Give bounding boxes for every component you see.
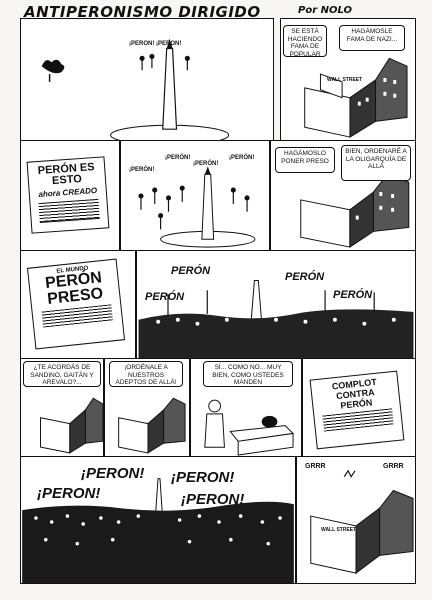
chant-text: ¡PERÓN! [165, 155, 191, 161]
building-sign: WALL STREET [327, 77, 363, 83]
newspaper: EL MUNDO PERÓN PRESO [26, 258, 126, 350]
panel-12: ¡PERON! ¡PERON! ¡PERON! ¡PERON! [20, 456, 296, 584]
comic-author: Por NOLO [298, 5, 352, 16]
skyscrapers-illustration [40, 397, 103, 454]
speech-bubble: BIEN, ORDENARÉ A LA OLIGARQUÍA DE ALLÁ [341, 145, 411, 181]
chant-text: ¡PERÓN! [193, 161, 219, 167]
crowd-illustration [138, 279, 414, 359]
chant-text: PERÓN [145, 291, 185, 303]
panel-11: COMPLOT CONTRA PERÓN [302, 358, 416, 458]
panel-8: ¿TE ACORDÁS DE SANDINO, GAITÁN Y AREVALO… [20, 358, 104, 458]
speech-bubble: HAGÁMOSLE FAMA DE NAZI... [339, 25, 405, 51]
chant-text: PERÓN [171, 265, 211, 277]
man-at-desk-illustration [204, 399, 295, 456]
growl-sound-text: GRRR [383, 463, 404, 470]
panel-1: ¡PERON! ¡PERON! [20, 18, 274, 142]
panel-10: SÍ... COMO NO... MUY BIEN, COMO USTEDES … [190, 358, 302, 458]
newspaper: COMPLOT CONTRA PERÓN [309, 370, 405, 450]
speech-bubble: SÍ... COMO NO... MUY BIEN, COMO USTEDES … [203, 361, 293, 387]
comic-title: ANTIPERONISMO DIRIGIDO [24, 3, 261, 21]
panel-9: ¡ORDÉNALE A NUESTROS ADEPTOS DE ALLÁ! [104, 358, 190, 458]
huge-crowd-illustration [22, 478, 294, 583]
chant-text: ¡PERÓN! [229, 155, 255, 161]
panel-13: GRRR GRRR WALL STREET [296, 456, 416, 584]
newspaper: PERÓN ES ESTO ahora CREADO [26, 156, 110, 234]
speech-bubble: ¡ORDÉNALE A NUESTROS ADEPTOS DE ALLÁ! [109, 361, 183, 387]
panel-2: SE ESTÁ HACIENDO FAMA DE POPULAR HAGÁMOS… [280, 18, 416, 142]
chant-text: ¡PERON! [37, 485, 101, 502]
skyscrapers-illustration [118, 397, 186, 454]
newspaper-text-lines [38, 198, 100, 224]
panel-6: EL MUNDO PERÓN PRESO [20, 250, 136, 360]
speech-bubble: HAGÁMOSLO PONER PRESO [275, 147, 335, 173]
speech-bubble: SE ESTÁ HACIENDO FAMA DE POPULAR [283, 25, 327, 58]
skyscrapers-illustration [310, 469, 414, 575]
building-sign: WALL STREET [321, 527, 357, 533]
newspaper-text-lines [322, 408, 394, 432]
panel-5: HAGÁMOSLO PONER PRESO BIEN, ORDENARÉ A L… [270, 140, 416, 252]
newspaper-text-lines [41, 304, 113, 328]
chant-text: PERÓN [333, 289, 373, 301]
chant-text: ¡PERON! [81, 465, 145, 482]
chant-text: ¡PERON! ¡PERON! [129, 41, 182, 47]
skyscrapers-illustration [300, 173, 410, 248]
crowd-obelisk-illustration [138, 166, 256, 248]
panel-4: ¡PERÓN! ¡PERÓN! ¡PERÓN! ¡PERÓN! [120, 140, 270, 252]
skyscrapers-illustration [304, 57, 408, 138]
newspaper-headline: PERÓN ES ESTO [37, 161, 95, 188]
chant-text: ¡PERÓN! [129, 167, 155, 173]
growl-sound-text: GRRR [305, 463, 326, 470]
chant-text: ¡PERON! [171, 469, 235, 486]
speech-bubble: ¿TE ACORDÁS DE SANDINO, GAITÁN Y AREVALO… [23, 361, 101, 387]
panel-7: PERÓN PERÓN PERÓN PERÓN [136, 250, 416, 360]
panel-3: PERÓN ES ESTO ahora CREADO [20, 140, 120, 252]
chant-text: PERÓN [285, 271, 325, 283]
chant-text: ¡PERON! [181, 491, 245, 508]
obelisk-scene-illustration [41, 38, 230, 141]
